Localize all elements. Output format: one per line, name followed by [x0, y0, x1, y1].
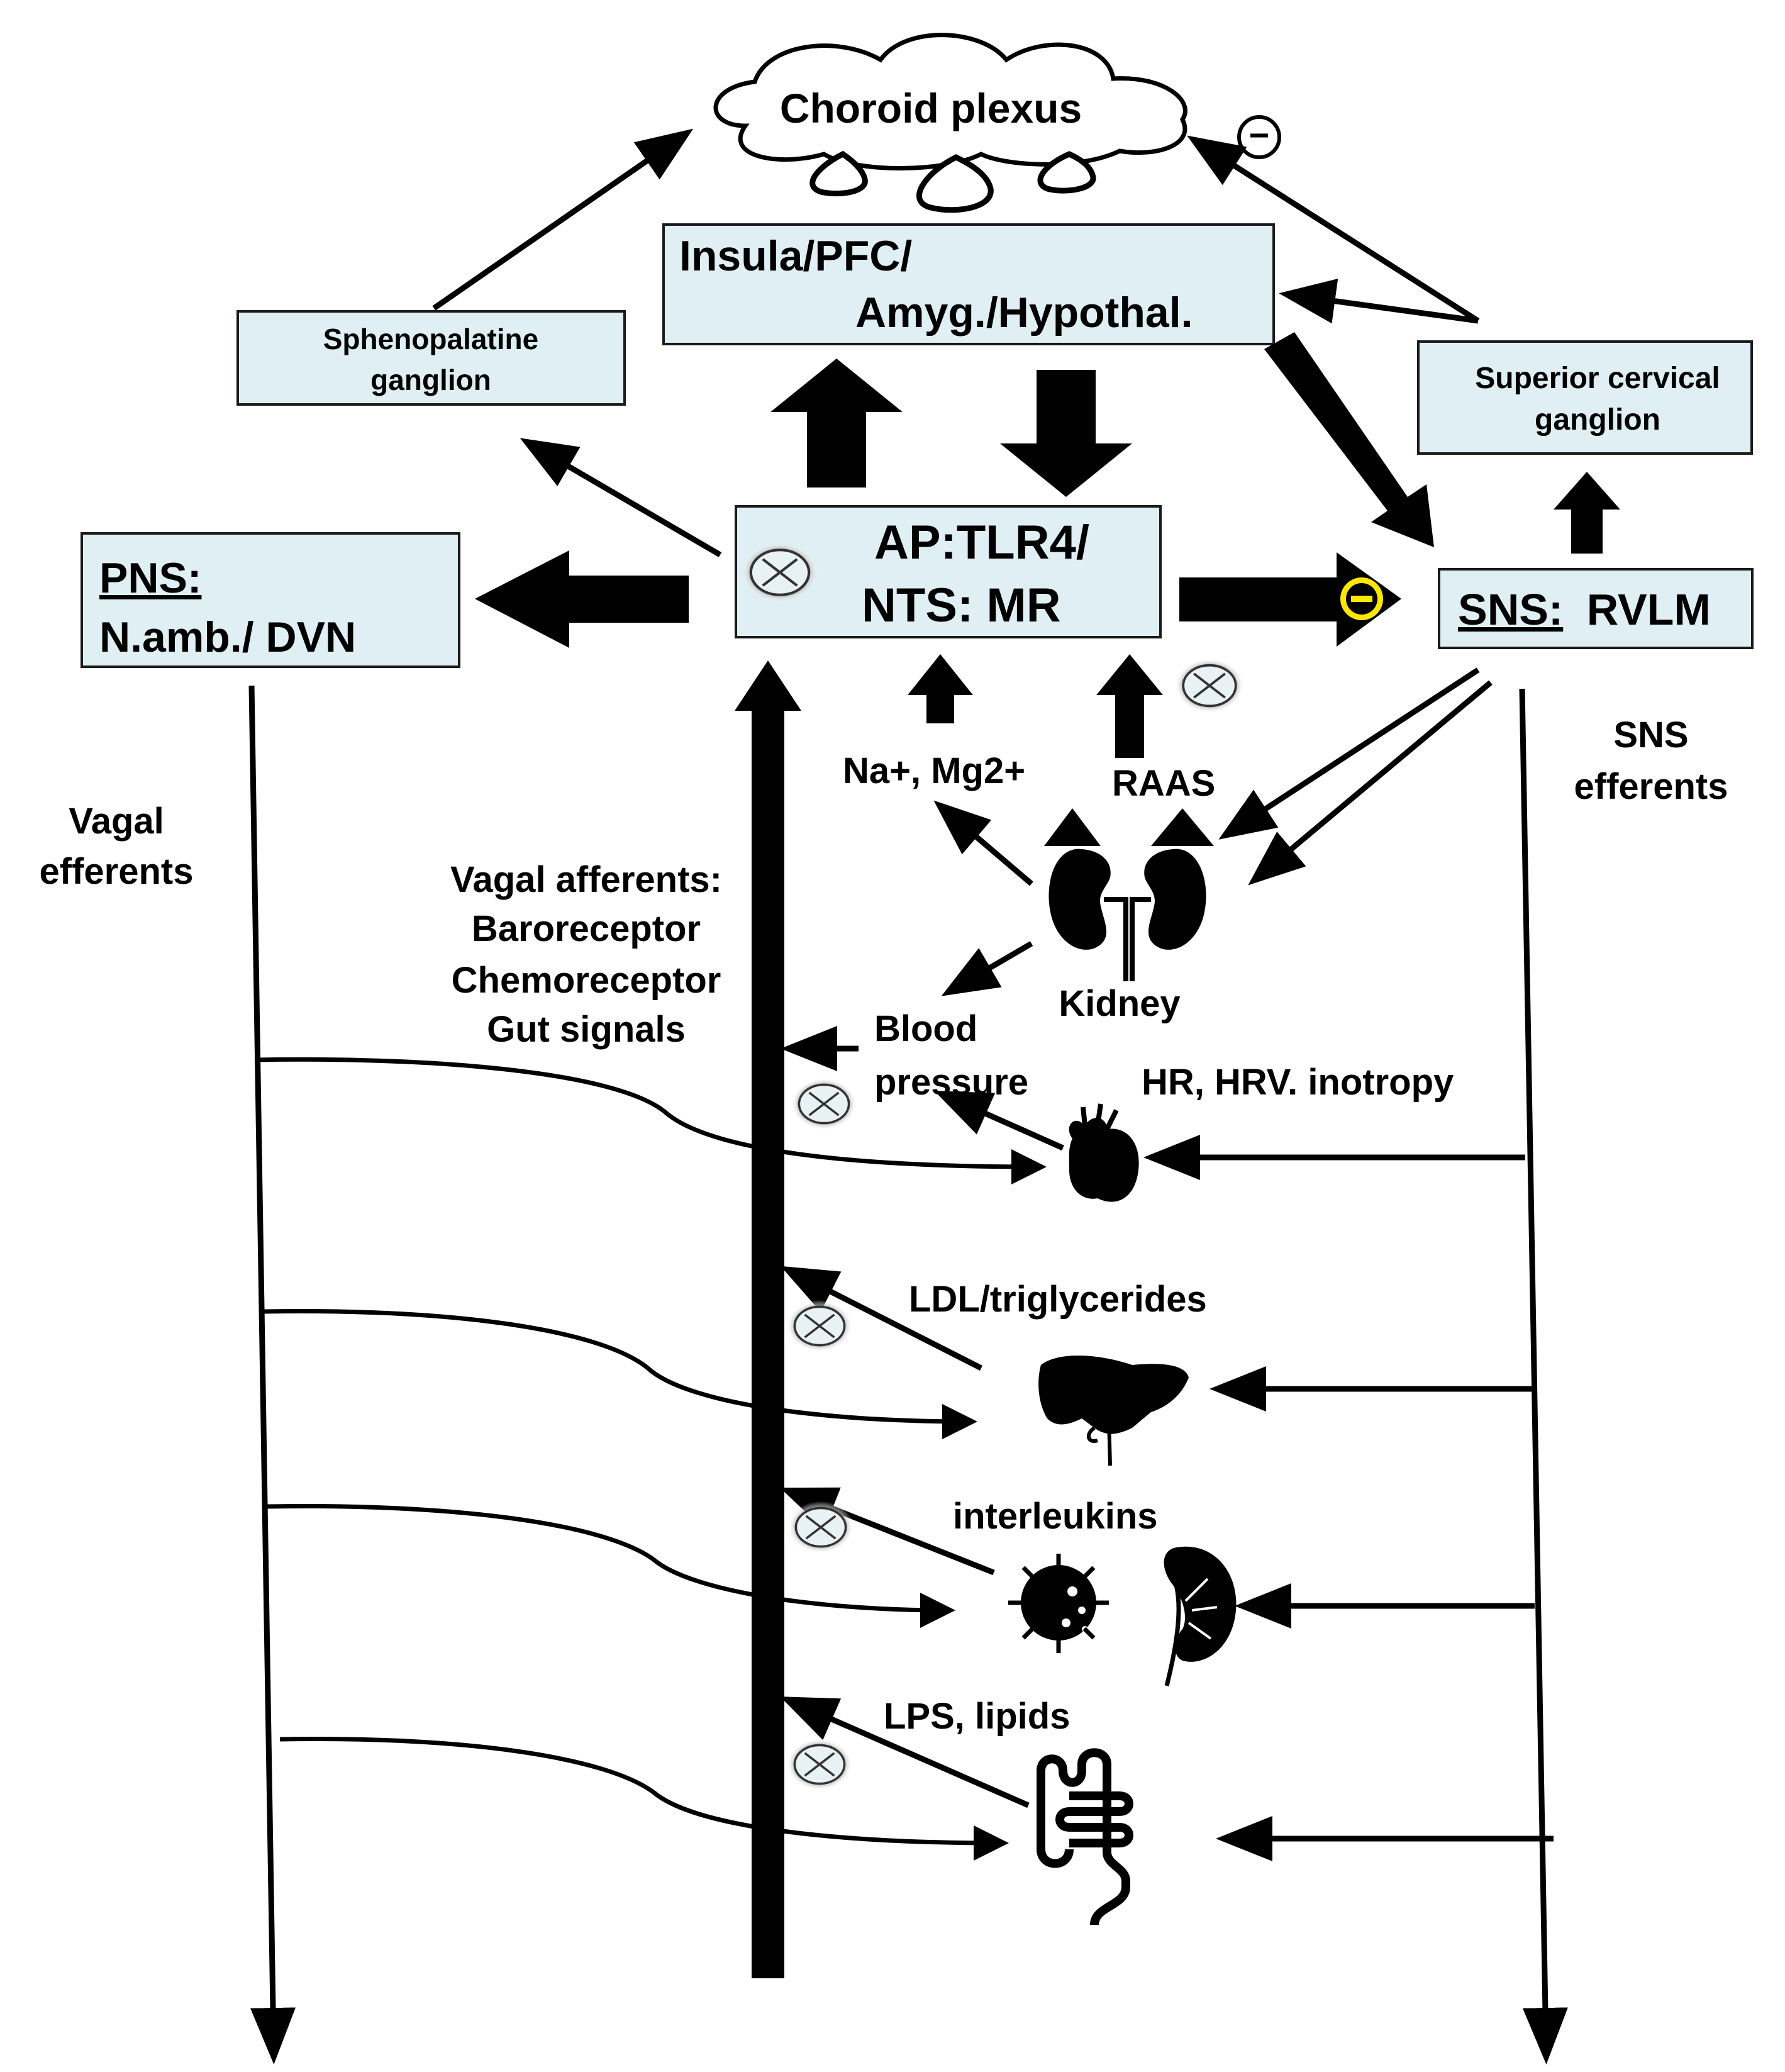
ldl-label: LDL/triglycerides [909, 1279, 1207, 1320]
vagal-efferents-label-1: Vagal [69, 801, 164, 842]
arrow-scg-to-choroid [1187, 135, 1480, 323]
superior-cervical-label-line1: Superior cervical [1475, 362, 1720, 395]
block-icon-gut [786, 1737, 854, 1792]
thick-arrow-insula-to-ap [1000, 370, 1132, 497]
insula-label-line2: Amyg./Hypothal. [855, 289, 1193, 337]
thick-arrow-insula-to-sns [1264, 332, 1434, 547]
arrow-scg-to-insula [1279, 278, 1479, 324]
sphenopalatine-box [236, 310, 626, 406]
insula-label-line1: Insula/PFC/ [679, 232, 912, 280]
block-icon-liver [786, 1298, 854, 1354]
arrow-kidney-to-na [933, 800, 1033, 886]
kidney-label: Kidney [1059, 983, 1180, 1024]
heart-icon [1069, 1103, 1139, 1202]
thick-arrow-ap-to-sns [1179, 552, 1401, 647]
vagal-curve-liver [264, 1308, 977, 1439]
svg-text:−: − [1249, 115, 1270, 155]
arrow-heart-to-bp [934, 1091, 1064, 1151]
droplet-icons [809, 150, 1096, 213]
block-icon-ap [742, 542, 818, 603]
pns-label-line2: N.amb./ DVN [99, 613, 356, 661]
kidney-triangle-left [1044, 808, 1101, 846]
vagal-efferents-label-2: efferents [40, 851, 194, 892]
sphenopalatine-label-line1: Sphenopalatine [323, 323, 538, 355]
sns-box [1438, 568, 1754, 649]
vagal-curve-immune [267, 1503, 955, 1628]
vagal-afferents-label-2: Chemoreceptor [452, 960, 721, 1001]
inhibition-sign-choroid: − [1237, 115, 1281, 159]
block-icon-bp [790, 1076, 858, 1132]
liver-icon [1038, 1356, 1189, 1466]
gut-icon [1037, 1748, 1133, 1925]
sphenopalatine-label-line2: ganglion [370, 364, 491, 396]
raas-label: RAAS [1112, 763, 1215, 804]
vagal-afferent-arrowhead [735, 660, 801, 711]
interleukins-label: interleukins [953, 1496, 1158, 1537]
vagal-curve-gut [279, 1736, 1009, 1861]
thick-arrow-ap-to-pns [475, 550, 689, 648]
kidney-triangle-right [1151, 808, 1214, 846]
sns-label: SNS: RVLM [1458, 585, 1711, 634]
vagal-afferents-label-0: Vagal afferents: [450, 859, 722, 900]
vagal-efferent-line [248, 685, 296, 2064]
na-mg-label: Na+, Mg2+ [843, 750, 1025, 791]
insula-box [662, 223, 1275, 345]
lps-label: LPS, lipids [884, 1696, 1070, 1737]
arrow-sns-to-raas [1218, 667, 1480, 840]
sns-efferents-label-2: efferents [1574, 766, 1728, 807]
kidney-detail-icon [1164, 1546, 1237, 1686]
kidney-icon [1048, 849, 1206, 981]
block-icon-raas [1174, 657, 1245, 715]
pns-label-line1: PNS: [99, 554, 201, 602]
blood-pressure-label-1: Blood [874, 1008, 977, 1049]
choroid-plexus-label: Choroid plexus [780, 85, 1082, 131]
ap-label-line1: AP:TLR4/ [874, 516, 1089, 569]
arrow-spg-to-choroid [432, 128, 694, 311]
sns-efferents-label-1: SNS [1613, 715, 1688, 755]
sns-efferent-line [1519, 688, 1568, 2064]
pns-box [81, 532, 460, 668]
vagal-afferents-label-1: Baroreceptor [472, 908, 701, 949]
sns-rest: RVLM [1587, 585, 1711, 634]
hr-label: HR, HRV. inotropy [1142, 1062, 1454, 1103]
arrow-kidney-to-bp [941, 941, 1033, 996]
superior-cervical-box [1417, 340, 1753, 455]
vagal-curve-heart [254, 1057, 1047, 1184]
inhibition-sign-sns [1340, 577, 1383, 620]
arrow-gut-to-afferent [780, 1696, 1030, 1808]
thick-arrow-raas-to-ap [1096, 654, 1163, 758]
thick-arrow-na-to-ap [908, 654, 973, 723]
choroid-plexus-cloud [713, 33, 1187, 170]
sns-prefix: SNS: [1458, 585, 1563, 634]
immune-cell-icon [1008, 1554, 1109, 1653]
vagal-afferent-column [752, 708, 784, 1978]
arrow-ap-to-spg [520, 438, 722, 557]
arrow-liver-to-afferent [780, 1266, 983, 1371]
thick-arrow-ap-to-insula [770, 359, 903, 487]
vagal-afferents-label-3: Gut signals [487, 1009, 686, 1050]
thick-arrow-sns-to-scg [1554, 472, 1620, 554]
block-icon-immune [787, 1500, 855, 1555]
arrow-sns-to-kidney [1248, 680, 1493, 886]
ap-label-line2: NTS: MR [862, 579, 1061, 632]
superior-cervical-label-line2: ganglion [1535, 403, 1660, 437]
